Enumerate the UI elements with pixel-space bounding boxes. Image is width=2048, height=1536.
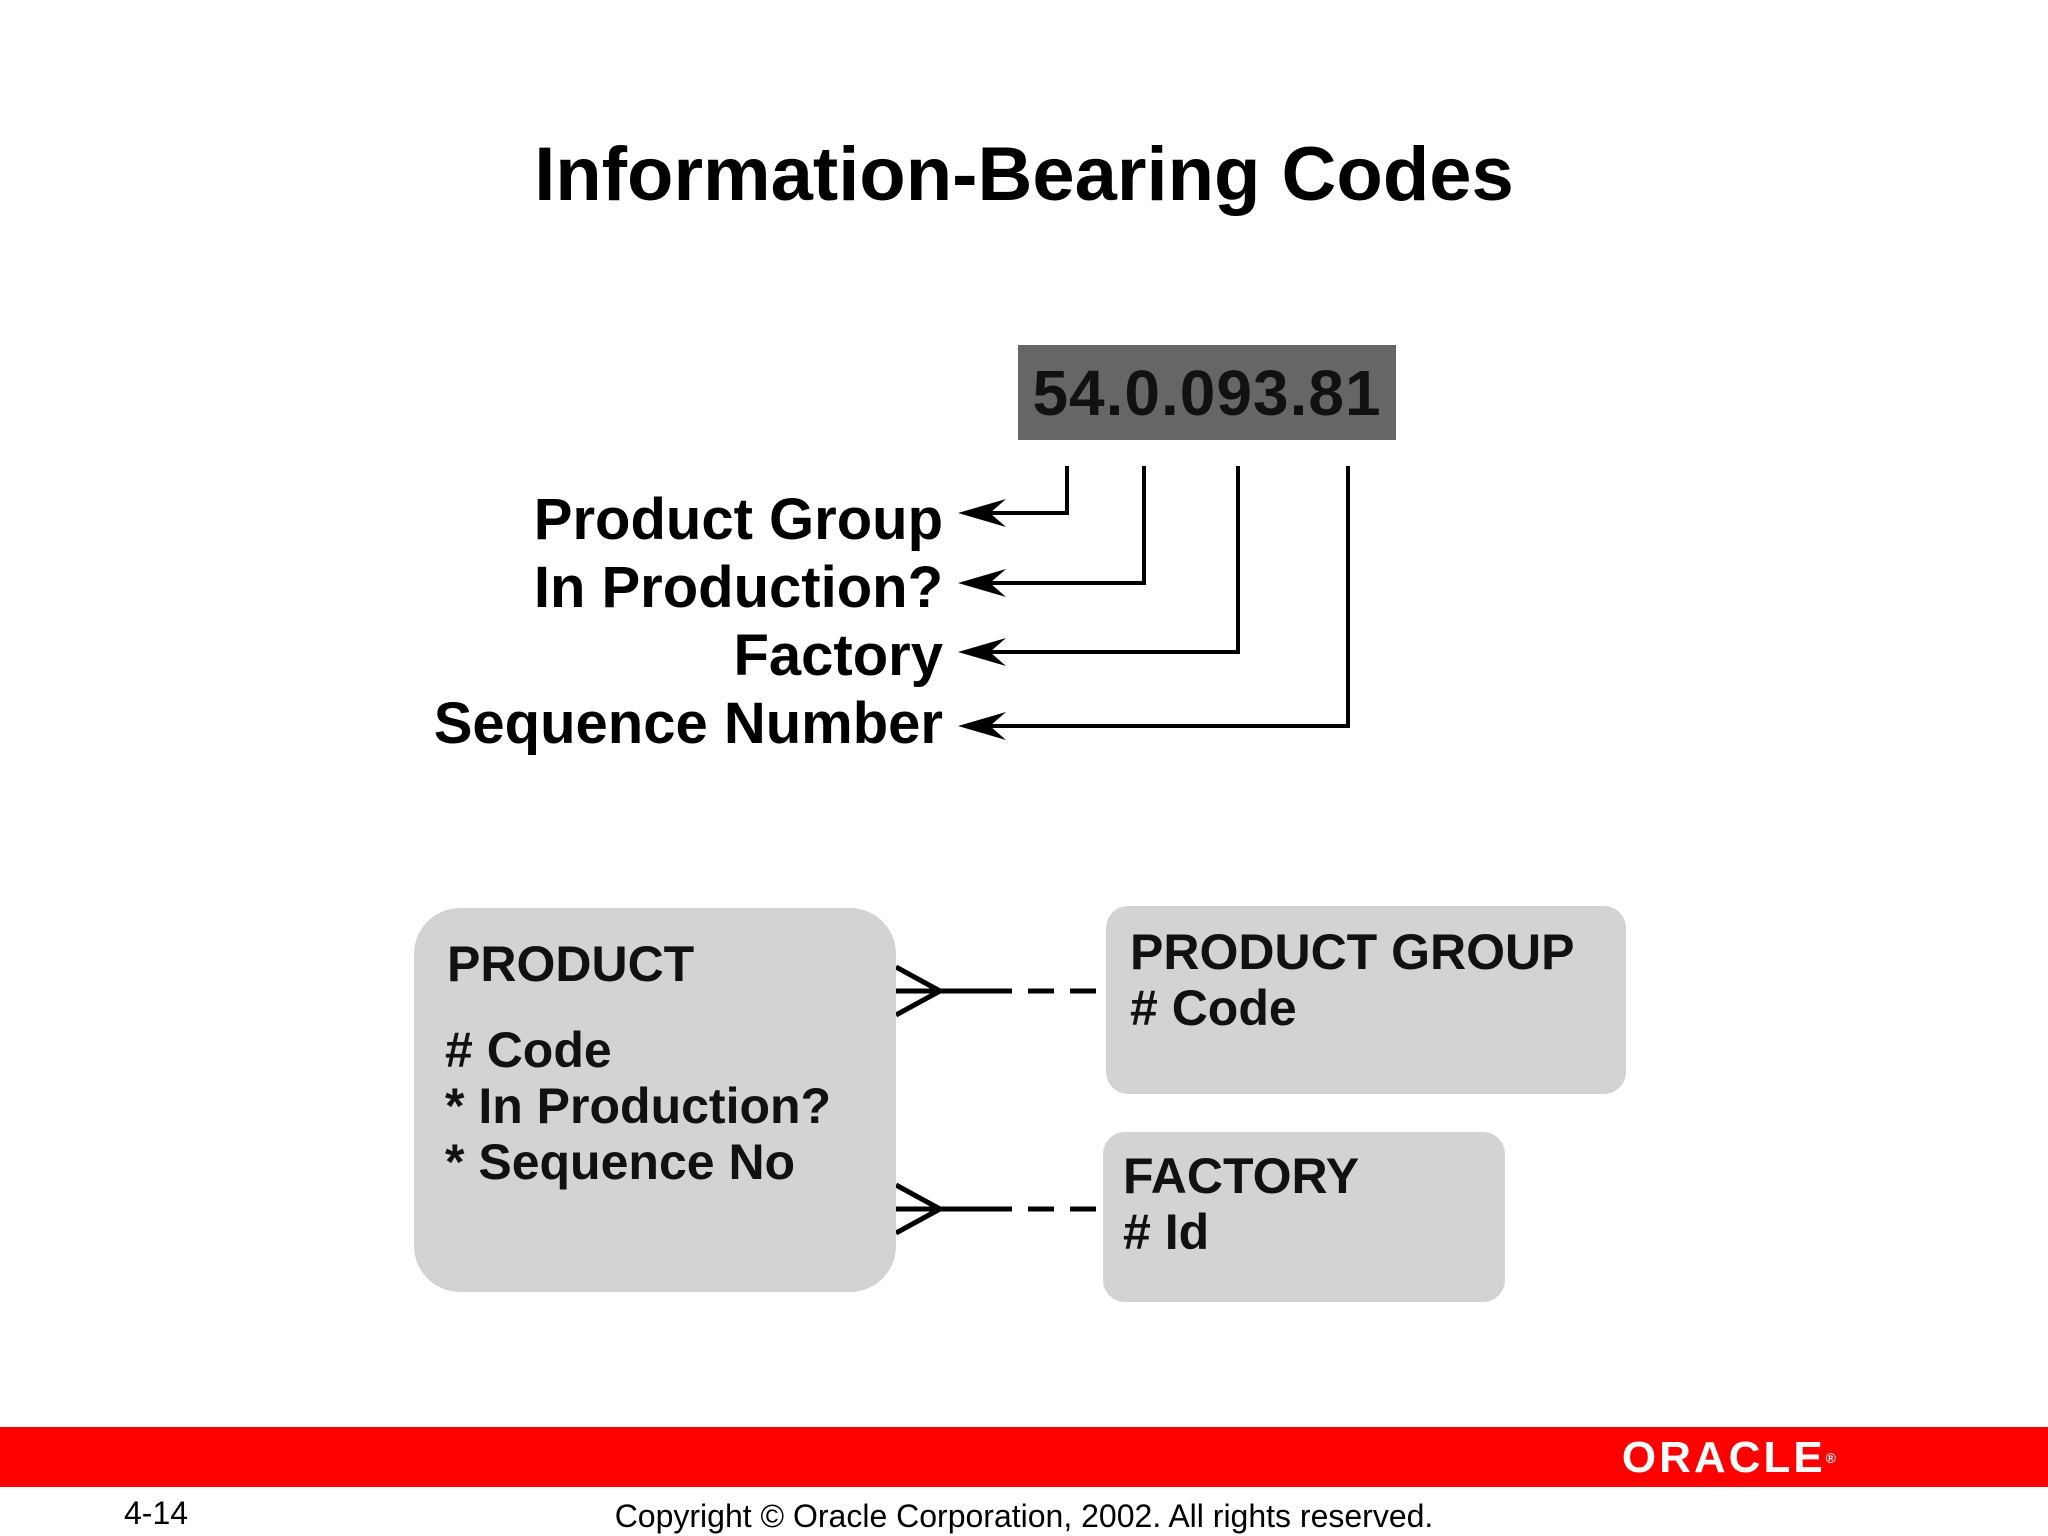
entity-attribute: * Sequence No — [445, 1134, 796, 1190]
entity-attribute: # Id — [1123, 1204, 1210, 1260]
slide-number: 4-14 — [124, 1495, 189, 1531]
entity-attribute: * In Production? — [445, 1078, 832, 1134]
entity-attribute: # Code — [1130, 980, 1297, 1036]
crows-foot-product-group — [894, 964, 946, 1018]
pointer-line-product-group — [975, 466, 1069, 515]
pointer-line-factory — [975, 466, 1240, 654]
registered-mark: ® — [1825, 1450, 1836, 1466]
code-example-box: 54.0.093.81 — [1018, 345, 1396, 440]
slide-title: Information-Bearing Codes — [534, 132, 1514, 217]
entity-name: PRODUCT — [447, 936, 695, 992]
entity-name: PRODUCT GROUP — [1130, 924, 1575, 980]
arrowhead-factory — [958, 638, 1006, 666]
copyright-notice: Copyright © Oracle Corporation, 2002. Al… — [614, 1498, 1434, 1534]
segment-label-sequence-number: Sequence Number — [433, 691, 943, 756]
pointer-line-in-production — [975, 466, 1146, 585]
segment-label-factory: Factory — [733, 623, 943, 688]
segment-label-product-group: Product Group — [533, 487, 943, 552]
entity-product-group: PRODUCT GROUP # Code — [1106, 906, 1626, 1094]
code-example-text: 54.0.093.81 — [1032, 356, 1382, 429]
entity-name: FACTORY — [1123, 1148, 1360, 1204]
oracle-logo: ORACLE® — [1622, 1433, 1836, 1483]
entity-factory: FACTORY # Id — [1103, 1132, 1505, 1302]
entity-product: PRODUCT # Code * In Production? * Sequen… — [414, 908, 896, 1292]
footer-bar — [0, 1427, 2048, 1487]
pointer-line-sequence-number — [975, 466, 1350, 728]
segment-label-in-production: In Production? — [533, 555, 943, 620]
arrowhead-product-group — [958, 499, 1006, 527]
crows-foot-factory — [894, 1182, 946, 1236]
entity-attribute: # Code — [445, 1022, 612, 1078]
oracle-logo-text: ORACLE — [1621, 1433, 1826, 1482]
arrowhead-sequence-number — [958, 712, 1006, 740]
arrowhead-in-production — [958, 569, 1006, 597]
